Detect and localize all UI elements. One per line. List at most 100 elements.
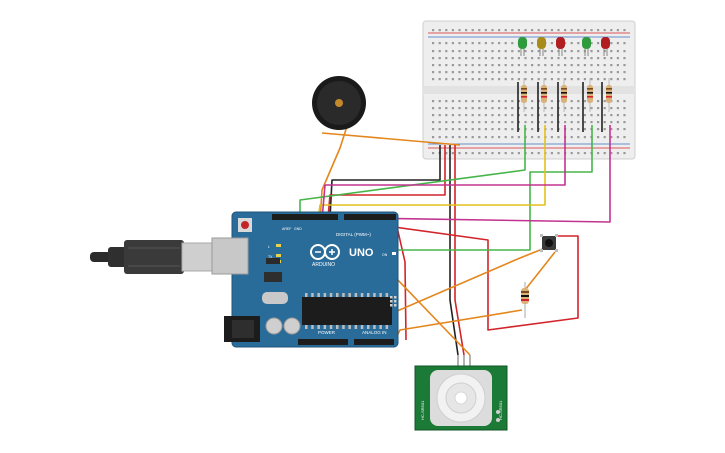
breadboard-hole — [564, 42, 567, 45]
breadboard-hole — [610, 128, 613, 131]
breadboard-hole — [438, 71, 441, 74]
breadboard-hole — [524, 64, 527, 67]
power-header — [298, 339, 348, 345]
breadboard-hole — [445, 64, 448, 67]
breadboard-hole — [610, 136, 613, 139]
breadboard-hole — [498, 42, 501, 45]
dc-jack-icon — [224, 316, 260, 342]
breadboard-hole — [531, 71, 534, 74]
breadboard-hole — [597, 57, 600, 60]
breadboard-hole — [451, 114, 454, 117]
breadboard-hole — [504, 114, 507, 117]
breadboard-hole — [478, 107, 481, 110]
breadboard-hole — [603, 57, 606, 60]
breadboard-hole — [504, 121, 507, 124]
board-model: UNO — [349, 247, 374, 259]
breadboard-hole — [498, 152, 501, 155]
breadboard-hole — [438, 42, 441, 45]
breadboard-hole — [445, 50, 448, 53]
breadboard-hole — [498, 128, 501, 131]
breadboard-hole — [550, 57, 553, 60]
resistor-band — [606, 88, 612, 90]
breadboard-hole — [570, 71, 573, 74]
chip-pin — [367, 325, 370, 329]
led — [582, 37, 591, 49]
breadboard-hole — [577, 57, 580, 60]
breadboard-hole — [577, 50, 580, 53]
breadboard-hole — [432, 29, 435, 32]
breadboard-hole — [484, 64, 487, 67]
breadboard-hole — [445, 107, 448, 110]
breadboard-hole — [491, 100, 494, 103]
resistor-body — [606, 85, 612, 103]
breadboard-hole — [432, 64, 435, 67]
breadboard-hole — [564, 78, 567, 81]
breadboard-hole — [590, 57, 593, 60]
breadboard-hole — [491, 42, 494, 45]
breadboard-hole — [590, 29, 593, 32]
breadboard-hole — [458, 136, 461, 139]
led — [537, 37, 546, 49]
breadboard-hole — [623, 100, 626, 103]
breadboard-hole — [590, 64, 593, 67]
breadboard-hole — [557, 71, 560, 74]
breadboard-hole — [511, 71, 514, 74]
breadboard-hole — [471, 107, 474, 110]
wire-black-2 — [449, 145, 459, 356]
breadboard-hole — [517, 78, 520, 81]
breadboard-hole — [623, 152, 626, 155]
breadboard-hole — [597, 64, 600, 67]
chip-pin — [305, 325, 308, 329]
breadboard-hole — [451, 50, 454, 53]
breadboard-hole — [577, 71, 580, 74]
resistor-band — [587, 92, 593, 94]
breadboard-hole — [583, 78, 586, 81]
breadboard-hole — [517, 64, 520, 67]
breadboard-hole — [491, 64, 494, 67]
breadboard-hole — [491, 50, 494, 53]
breadboard-hole — [590, 121, 593, 124]
breadboard-hole — [623, 71, 626, 74]
breadboard-hole — [557, 64, 560, 67]
breadboard-hole — [445, 100, 448, 103]
breadboard-hole — [537, 136, 540, 139]
chip-pin — [311, 293, 314, 297]
piezo-buzzer-icon — [312, 76, 366, 130]
breadboard-hole — [544, 64, 547, 67]
breadboard-hole — [432, 128, 435, 131]
wire-red-2 — [454, 145, 465, 356]
resistor-band — [521, 88, 527, 90]
breadboard-hole — [484, 29, 487, 32]
breadboard-hole — [451, 136, 454, 139]
push-button-icon[interactable] — [540, 234, 558, 252]
breadboard-hole — [484, 114, 487, 117]
breadboard-hole — [623, 136, 626, 139]
breadboard-hole — [471, 29, 474, 32]
breadboard-hole — [438, 78, 441, 81]
breadboard-hole — [438, 107, 441, 110]
breadboard-hole — [465, 107, 468, 110]
breadboard-hole — [531, 50, 534, 53]
breadboard-hole — [498, 136, 501, 139]
pin-aref-label: AREF — [282, 227, 291, 231]
breadboard-hole — [570, 57, 573, 60]
breadboard-hole — [491, 78, 494, 81]
breadboard-hole — [544, 78, 547, 81]
icsp-pin — [394, 300, 397, 303]
breadboard-hole — [465, 128, 468, 131]
breadboard-hole — [550, 121, 553, 124]
chip-pin — [342, 325, 345, 329]
breadboard-hole — [484, 136, 487, 139]
breadboard-hole — [531, 152, 534, 155]
wire-red-3 — [379, 218, 579, 331]
breadboard-hole — [610, 121, 613, 124]
icsp-pin — [394, 304, 397, 307]
breadboard-hole — [524, 114, 527, 117]
breadboard-hole — [458, 121, 461, 124]
breadboard-hole — [465, 29, 468, 32]
header-power-label: POWER — [318, 330, 336, 335]
breadboard-hole — [504, 57, 507, 60]
breadboard-hole — [531, 100, 534, 103]
breadboard-hole — [451, 152, 454, 155]
breadboard-hole — [616, 114, 619, 117]
